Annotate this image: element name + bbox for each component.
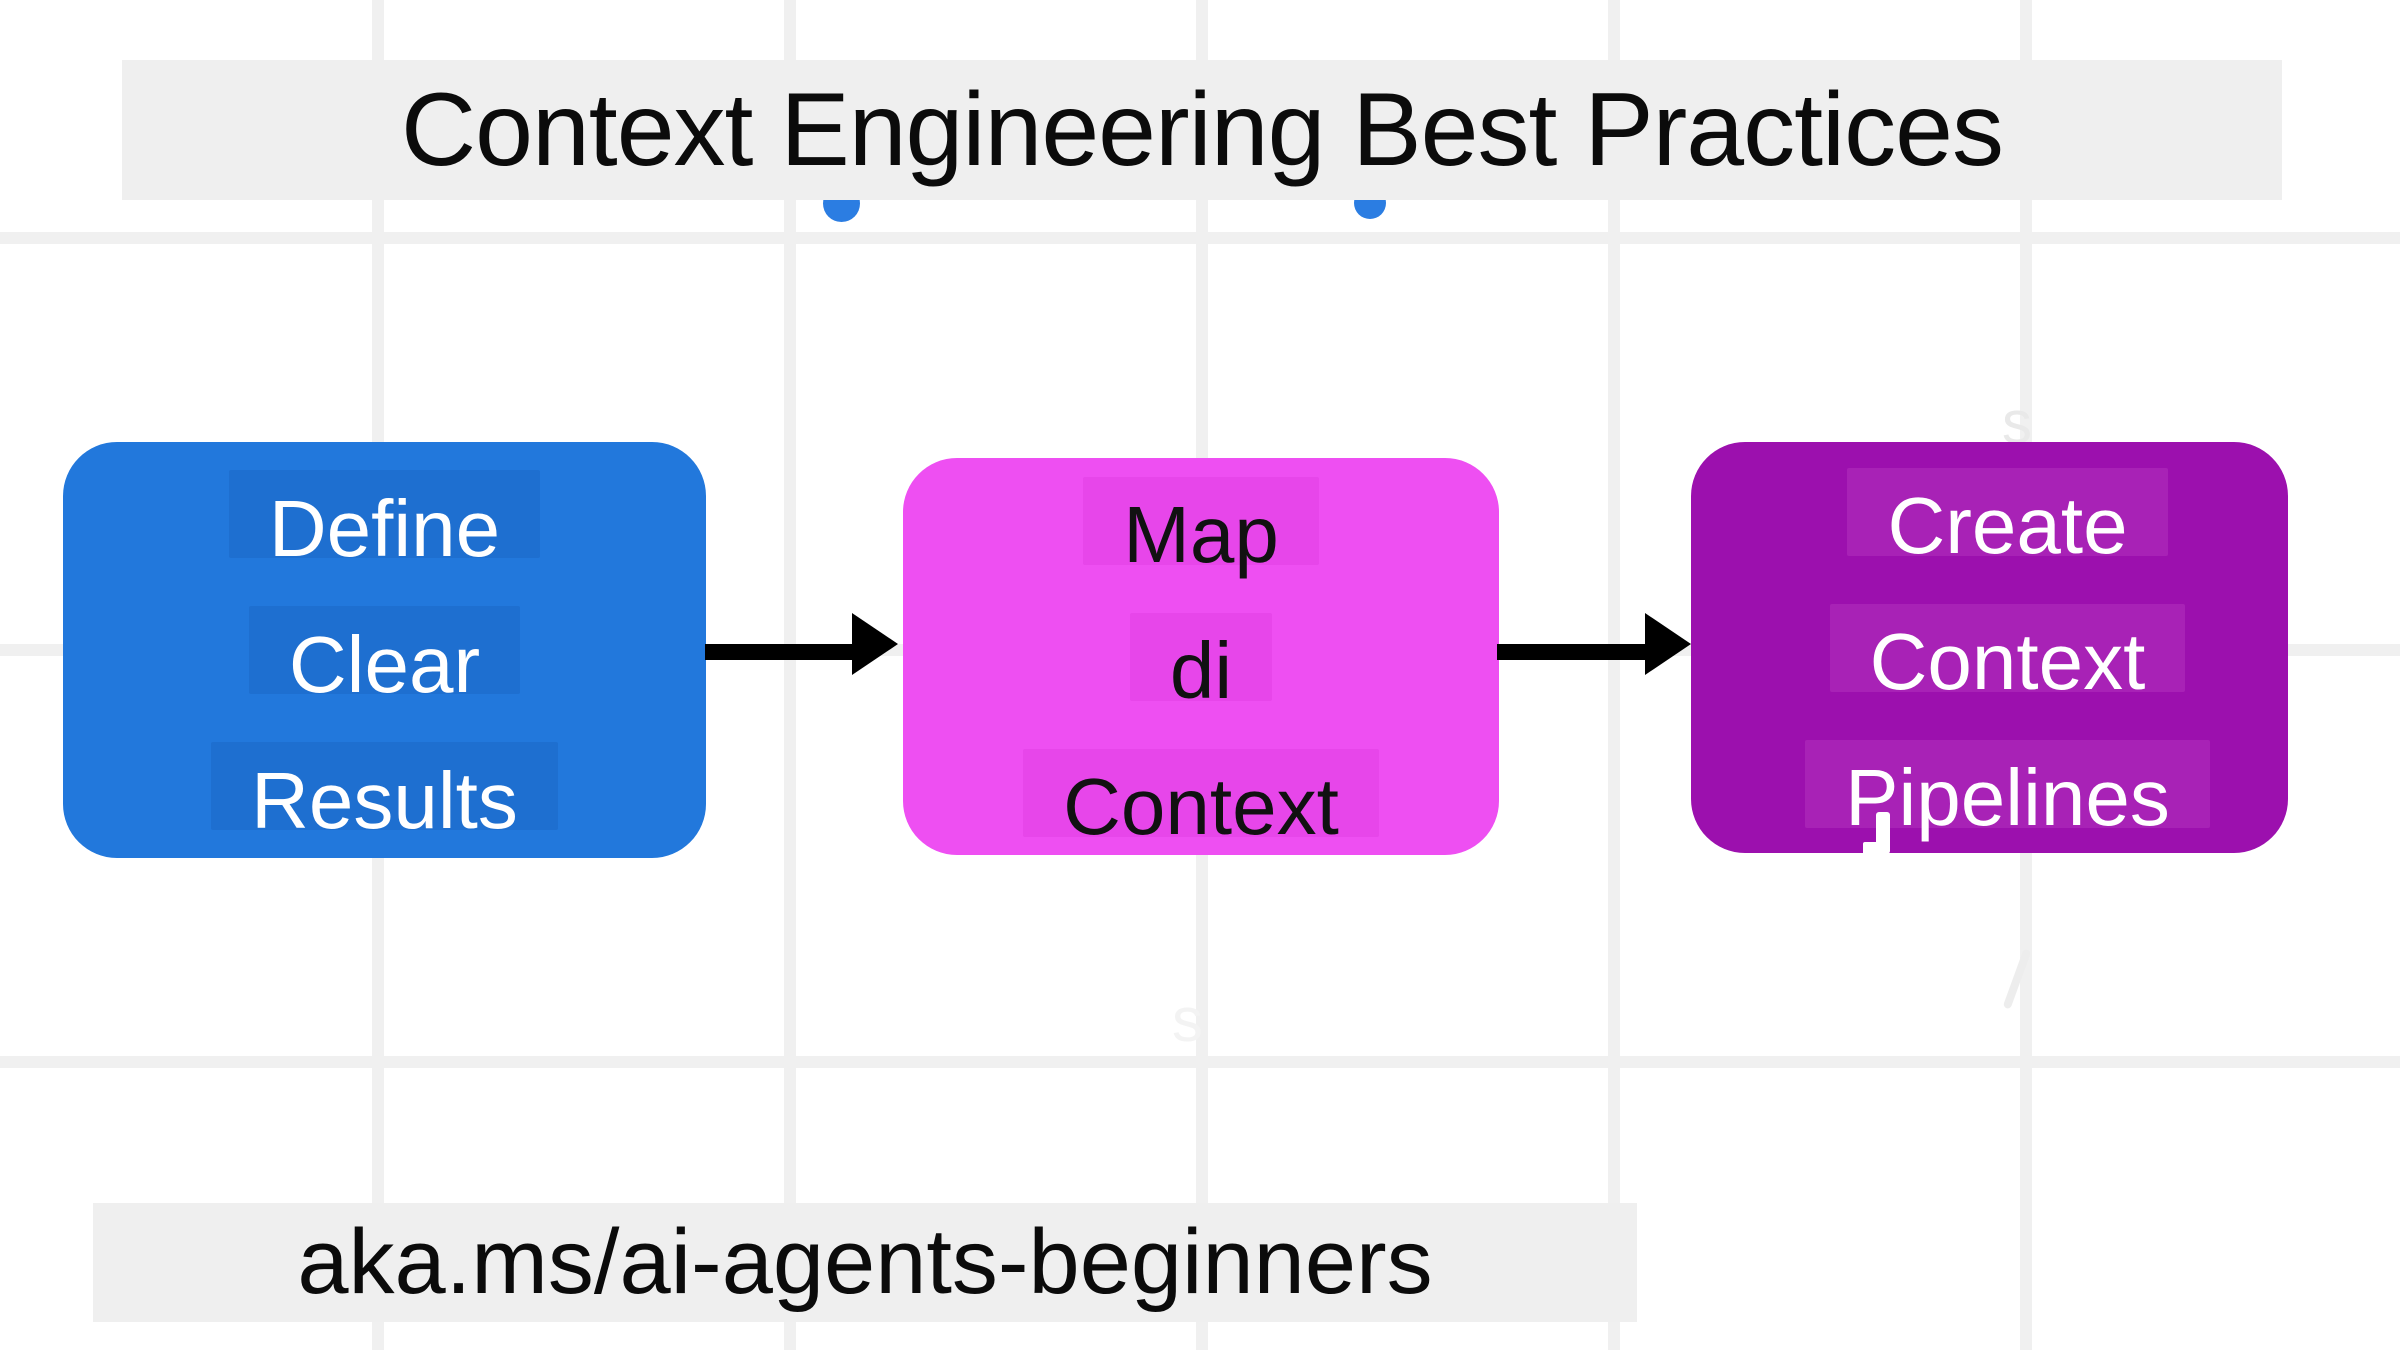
gridline-horizontal — [0, 1056, 2400, 1068]
page-title: Context Engineering Best Practices — [401, 71, 2004, 188]
arrow-shaft — [705, 644, 855, 660]
text-chip: Pipelines — [1805, 739, 2210, 843]
text-chip: Clear — [248, 606, 521, 709]
footer-band: aka.ms/ai-agents-beginners — [93, 1203, 1637, 1322]
text-chip: Context — [1023, 748, 1379, 852]
arrow-head — [852, 613, 898, 675]
box-line-label: Define — [268, 483, 501, 573]
flow-arrow-right-icon — [705, 613, 898, 691]
gray-glyph-artifact: s — [1172, 986, 1203, 1055]
arrow-head — [1645, 613, 1691, 675]
footer-url: aka.ms/ai-agents-beginners — [297, 1211, 1433, 1313]
text-chip: Results — [211, 742, 558, 845]
gridline-vertical — [1608, 0, 1620, 1350]
white-j-descender-artifact — [1876, 812, 1890, 854]
text-chip: di — [1129, 612, 1273, 716]
gridline-vertical — [784, 0, 796, 1350]
gridline-horizontal — [0, 232, 2400, 244]
title-band: Context Engineering Best Practices — [122, 60, 2282, 200]
box-line-label: Context — [1063, 762, 1339, 852]
box-line-label: Clear — [288, 619, 481, 709]
box-line-label: Results — [251, 755, 518, 845]
text-chip: Map — [1083, 476, 1319, 580]
box-line-label: Context — [1869, 617, 2146, 707]
flow-arrow-right-icon — [1497, 613, 1691, 691]
text-chip: Create — [1847, 467, 2168, 571]
flow-box-define-clear-results: Define Clear Results — [63, 442, 706, 858]
arrow-shaft — [1497, 644, 1647, 660]
flow-box-create-context-pipelines: Create Context Pipelines — [1691, 442, 2288, 853]
white-j-hook-artifact — [1863, 842, 1879, 855]
text-chip: Define — [228, 470, 541, 573]
box-line-label: Pipelines — [1845, 753, 2170, 843]
text-chip: Context — [1829, 603, 2186, 707]
flow-box-map-di-context: Map di Context — [903, 458, 1499, 855]
box-line-label: Create — [1887, 481, 2128, 571]
box-line-label: Map — [1123, 490, 1279, 580]
box-line-label: di — [1169, 626, 1233, 716]
